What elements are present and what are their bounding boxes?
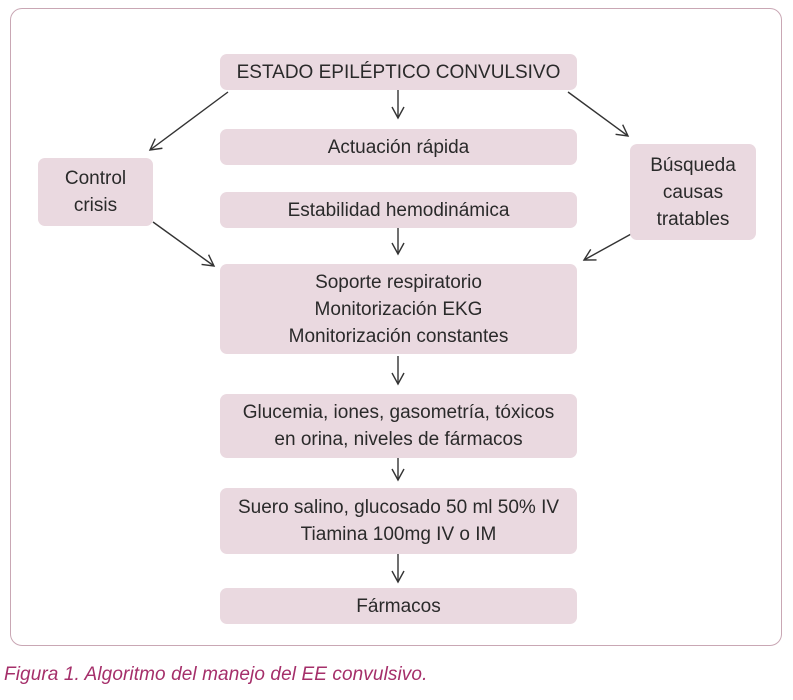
box-suero-line-1: Suero salino, glucosado 50 ml 50% IV [237, 497, 560, 518]
box-farmacos: Fármacos [220, 588, 577, 624]
figure-frame [10, 8, 782, 646]
box-estabilidad: Estabilidad hemodinámica [220, 192, 577, 228]
box-soporte-line-2: Monitorización EKG [314, 298, 483, 320]
arrow-control-to-soporte [152, 221, 216, 267]
box-analitica-line-2: en orina, niveles de fármacos [274, 429, 523, 450]
box-soporte-line-1: Soporte respiratorio [315, 271, 482, 293]
box-busqueda-line-3: tratables [656, 208, 730, 230]
box-estado-epileptico: ESTADO EPILÉPTICO CONVULSIVO [220, 54, 577, 90]
box-estabilidad-text: Estabilidad hemodinámica [287, 199, 510, 221]
box-busqueda-line-2: causas [662, 181, 724, 203]
box-suero: Suero salino, glucosado 50 ml 50% IV Tia… [220, 488, 577, 554]
box-soporte: Soporte respiratorio Monitorización EKG … [220, 264, 577, 354]
box-analitica: Glucemia, iones, gasometría, tóxicos en … [220, 394, 577, 458]
box-farmacos-text: Fármacos [356, 595, 441, 617]
box-analitica-line-1: Glucemia, iones, gasometría, tóxicos [242, 402, 555, 423]
box-estado-epileptico-text: ESTADO EPILÉPTICO CONVULSIVO [236, 61, 561, 83]
arrow-title-to-control [148, 91, 229, 151]
arrow-title-to-busqueda [567, 91, 630, 137]
box-soporte-line-3: Monitorización constantes [288, 325, 509, 347]
box-control-crisis-line-1: Control [64, 168, 127, 189]
box-busqueda-line-1: Búsqueda [650, 154, 736, 176]
box-control-crisis-line-2: crisis [73, 195, 118, 216]
figure-caption: Figura 1. Algoritmo del manejo del EE co… [4, 664, 428, 685]
box-suero-line-2: Tiamina 100mg IV o IM [300, 524, 497, 545]
box-busqueda-causas: Búsqueda causas tratables [630, 144, 756, 240]
box-control-crisis: Control crisis [38, 158, 153, 226]
box-actuacion-rapida: Actuación rápida [220, 129, 577, 165]
box-actuacion-rapida-text: Actuación rápida [327, 136, 470, 158]
